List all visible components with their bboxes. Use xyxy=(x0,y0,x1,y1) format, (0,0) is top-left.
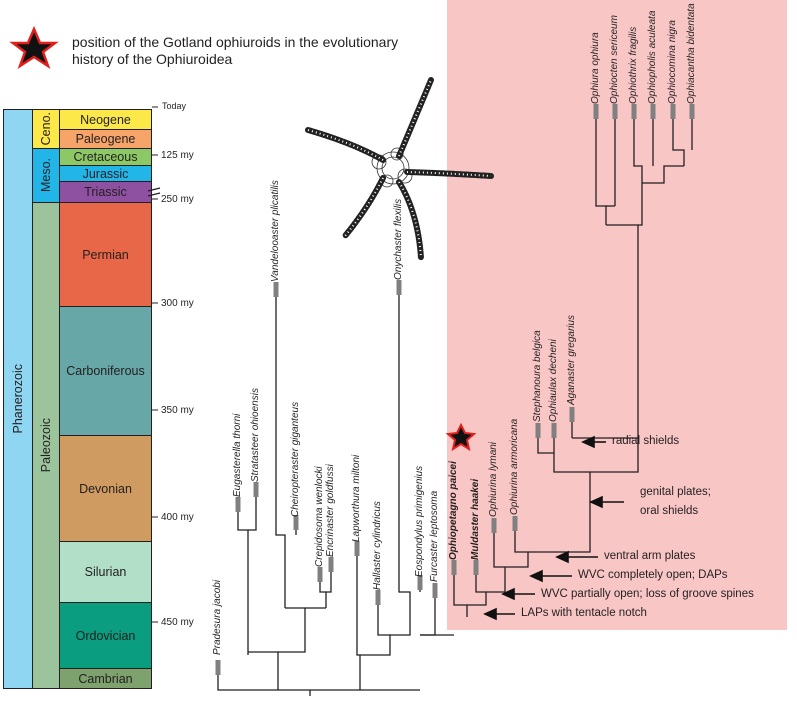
period-paleogene: Paleogene xyxy=(59,129,152,149)
taxon-label: Cheiropteraster giganteus xyxy=(290,401,301,517)
taxon-bar xyxy=(473,560,479,575)
taxon-bar xyxy=(253,482,259,497)
taxon-label: Ophiura ophiura xyxy=(590,32,601,104)
annotation-radial-shields: radial shields xyxy=(612,435,680,447)
period-neogene: Neogene xyxy=(59,109,152,130)
taxon-label: Ophiacantha bidentata xyxy=(686,3,697,104)
annotation-wvc-completely-open: WVC completely open; DAPs xyxy=(578,569,728,581)
taxon-label: Furcaster leptosoma xyxy=(429,490,440,582)
break-mark xyxy=(147,187,161,197)
annotation-laps-tentacle-notch: LAPs with tentacle notch xyxy=(521,607,647,619)
taxon-label: Ophiopholis aculeata xyxy=(647,10,658,104)
period-label: Silurian xyxy=(84,565,127,579)
taxon-bar xyxy=(235,497,241,512)
taxon-bar xyxy=(491,518,497,533)
taxon-bar xyxy=(612,104,618,119)
taxon-bar xyxy=(328,557,334,572)
taxon-label: Stephanoura belgica xyxy=(532,330,543,422)
tick-350: 350 my xyxy=(161,405,194,416)
taxon-bar xyxy=(631,104,637,119)
taxon-label: Ophiurina lymani xyxy=(488,441,499,517)
period-label: Neogene xyxy=(80,112,131,127)
tick-450: 450 my xyxy=(161,617,194,628)
taxon-label: Ophiopetagno paicei xyxy=(448,461,459,560)
taxon-label: Pradesura jacobi xyxy=(212,579,223,655)
taxon-bar xyxy=(593,104,599,119)
taxon-bar xyxy=(432,583,438,598)
tick-400: 400 my xyxy=(161,512,194,523)
annotation-wvc-partially-open: WVC partially open; loss of groove spine… xyxy=(541,588,754,600)
brittle-star-illustration xyxy=(305,77,494,261)
period-label: Carboniferous xyxy=(66,364,145,378)
tick-250: 250 my xyxy=(161,194,194,205)
taxon-label: Hallaster cylindricus xyxy=(372,501,383,590)
taxon-label: Ophiaulax decheni xyxy=(548,339,559,422)
taxon-range-bars xyxy=(215,104,695,675)
tick-125: 125 my xyxy=(161,150,194,161)
period-label: Devonian xyxy=(79,481,132,496)
period-label: Cambrian xyxy=(78,671,133,686)
taxon-label: Muldaster haakei xyxy=(470,478,481,560)
taxon-label: Eospondylus primigenius xyxy=(414,465,425,577)
taxon-bar xyxy=(375,590,381,605)
taxon-bar xyxy=(670,104,676,119)
period-label: Jurassic xyxy=(82,166,129,181)
taxon-bar xyxy=(535,423,541,438)
taxon-label: Lapworthura miltoni xyxy=(351,454,362,542)
period-permian: Permian xyxy=(59,202,152,307)
period-silurian: Silurian xyxy=(59,541,152,603)
taxon-bar xyxy=(215,660,221,675)
taxon-bar xyxy=(396,280,402,295)
taxon-bar xyxy=(293,515,299,530)
period-label: Permian xyxy=(82,247,129,262)
tree-branches xyxy=(217,119,693,696)
taxon-bar xyxy=(417,575,423,590)
taxon-label: Crepidosoma wenlocki xyxy=(314,466,325,567)
taxon-bar xyxy=(451,560,457,575)
timescale-ticks xyxy=(152,106,158,623)
annotation-ventral-arm-plates: ventral arm plates xyxy=(604,550,696,562)
taxon-bar xyxy=(650,104,656,119)
taxon-bar xyxy=(551,423,557,438)
taxon-label: Vandelooaster plicatilis xyxy=(270,180,281,282)
taxon-label: Onychaster flexilis xyxy=(393,198,404,280)
taxon-label: Ophiurina armoricana xyxy=(509,418,520,515)
annotation-oral-shields: oral shields xyxy=(640,505,699,517)
period-label: Triassic xyxy=(84,185,127,199)
taxon-bar xyxy=(512,516,518,531)
eon-phanerozoic: Phanerozoic xyxy=(3,109,33,689)
taxon-label: Ophiocten sericeum xyxy=(609,15,620,104)
taxon-bar xyxy=(317,567,323,582)
red-star-icon xyxy=(445,422,477,452)
period-label: Paleogene xyxy=(75,132,136,146)
period-label: Ordovician xyxy=(75,628,136,643)
taxon-label: Eugasterella thorni xyxy=(232,413,243,497)
taxon-bar xyxy=(273,282,279,297)
taxon-label: Ophiocomina nigra xyxy=(667,20,678,104)
period-cretaceous: Cretaceous xyxy=(59,148,152,166)
taxon-bar xyxy=(689,104,695,119)
taxon-label: Aganaster gregarius xyxy=(566,314,577,405)
taxon-label: Ophiothrix fragilis xyxy=(628,26,639,104)
period-carboniferous: Carboniferous xyxy=(59,306,152,436)
taxon-bar xyxy=(569,407,575,422)
tick-300: 300 my xyxy=(161,298,194,309)
annotation-arrows xyxy=(483,435,624,621)
period-label: Cretaceous xyxy=(73,150,138,164)
period-cambrian: Cambrian xyxy=(59,668,152,689)
legend-text: position of the Gotland ophiuroids in th… xyxy=(72,34,399,67)
annotation-genital-plates: genital plates; xyxy=(640,486,711,498)
taxon-label: Encrinaster goldfussi xyxy=(325,464,336,557)
taxon-label: Stratasteer ohioensis xyxy=(250,388,261,482)
taxon-bar xyxy=(354,541,360,556)
tick-today: Today xyxy=(162,101,187,111)
